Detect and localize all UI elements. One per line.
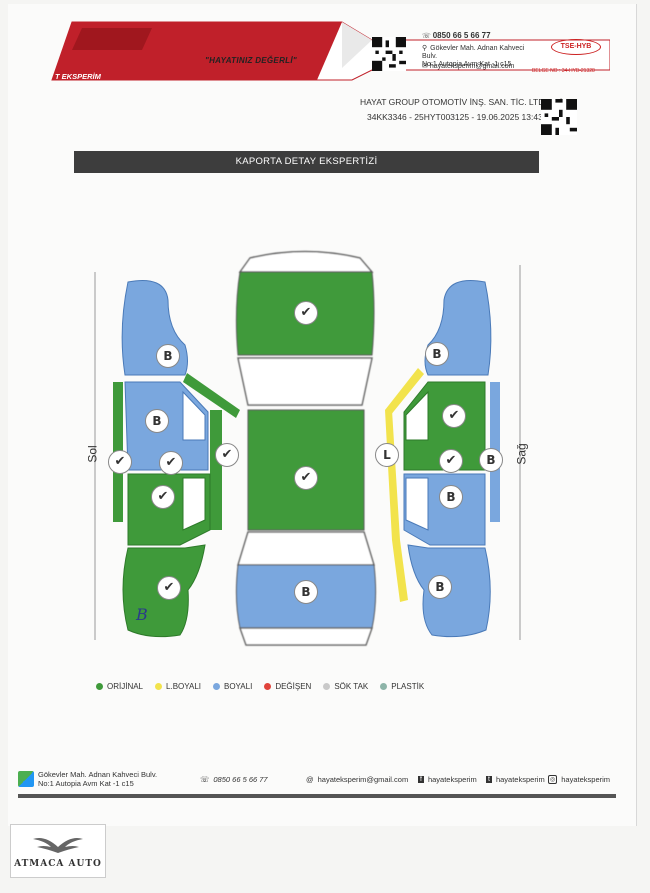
left-rear-fender-check: ✔ xyxy=(157,576,181,600)
header-qr-code xyxy=(372,37,406,71)
right-pillar-local-mark: L xyxy=(375,443,399,467)
left-b-pillar-check: ✔ xyxy=(215,443,239,467)
footer-divider xyxy=(18,794,616,798)
facebook-icon: f xyxy=(418,776,424,783)
phone-icon: ☏ xyxy=(200,775,210,784)
footer-instagram: ◎hayateksperim xyxy=(548,775,611,784)
slogan: "HAYATINIZ DEĞERLİ" xyxy=(205,56,297,65)
legend-swatch xyxy=(380,683,388,690)
left-pillar-check: ✔ xyxy=(159,451,183,475)
legend-swatch xyxy=(96,683,103,690)
company-name: HAYAT GROUP OTOMOTİV İNŞ. SAN. TİC. LTD.… xyxy=(360,97,565,107)
right-side-label: Sağ xyxy=(514,443,529,465)
right-rear-fender-mark: B xyxy=(428,575,452,599)
section-title: KAPORTA DETAY EKSPERTİZİ xyxy=(74,151,539,173)
legend-item-local-painted: L.BOYALI xyxy=(155,682,201,691)
certificate-number: BELGE NO : 34-HYB-21328 xyxy=(532,68,595,74)
right-front-fender-mark: B xyxy=(425,342,449,366)
phone-icon: ☏ xyxy=(422,33,431,40)
legend: ORİJİNAL L.BOYALI BOYALI DEĞİŞEN SÖK TAK… xyxy=(96,682,424,691)
footer-email: @hayateksperim@gmail.com xyxy=(306,775,409,784)
left-sill-check: ✔ xyxy=(108,450,132,474)
instagram-icon: ◎ xyxy=(548,775,558,784)
header-address: ⚲ Gökevler Mah. Adnan Kahveci Bulv. No:1… xyxy=(422,45,525,68)
legend-item-painted: BOYALI xyxy=(213,682,252,691)
hood-check: ✔ xyxy=(294,301,318,325)
left-rear-door-check: ✔ xyxy=(151,485,175,509)
legend-swatch xyxy=(264,683,272,690)
right-sill-mark: B xyxy=(479,448,503,472)
legend-swatch xyxy=(323,683,331,690)
right-front-door-check: ✔ xyxy=(442,404,466,428)
left-side-label: Sol xyxy=(85,445,100,463)
legend-swatch xyxy=(155,683,163,690)
eagle-wings-icon xyxy=(33,838,83,853)
atmaca-auto-logo: ATMACA AUTO xyxy=(10,824,106,878)
header-email: ✉ hayateksperim@gmail.com xyxy=(422,63,515,70)
twitter-icon: t xyxy=(486,776,492,783)
roof-check: ✔ xyxy=(294,466,318,490)
left-front-door-mark: B xyxy=(145,409,169,433)
right-a-pillar-strip-local xyxy=(385,368,424,416)
at-icon: @ xyxy=(306,775,314,784)
legend-item-removed: SÖK TAK xyxy=(323,682,368,691)
footer: Gökevler Mah. Adnan Kahveci Bulv.No:1 Au… xyxy=(18,770,616,792)
right-rear-door-mark: B xyxy=(439,485,463,509)
report-line: 34KK3346 - 25HYT003125 - 19.06.2025 13:4… xyxy=(367,112,543,122)
footer-address: Gökevler Mah. Adnan Kahveci Bulv.No:1 Au… xyxy=(18,770,157,788)
header-band xyxy=(51,21,610,81)
report-qr-code xyxy=(541,99,577,135)
trunk-mark: B xyxy=(294,580,318,604)
map-icon xyxy=(18,771,34,787)
legend-item-original: ORİJİNAL xyxy=(96,682,143,691)
legend-swatch xyxy=(213,683,220,690)
handwritten-mark: B xyxy=(135,605,148,624)
legend-item-replaced: DEĞİŞEN xyxy=(264,682,311,691)
tse-badge: TSE-HYB xyxy=(551,39,601,55)
left-b-pillar xyxy=(210,410,222,530)
brand-name: T EKSPERİM xyxy=(55,72,101,81)
mail-icon: ✉ xyxy=(422,63,428,70)
left-a-pillar-strip xyxy=(183,373,240,418)
left-front-fender-mark: B xyxy=(156,344,180,368)
location-pin-icon: ⚲ xyxy=(422,45,428,52)
right-door-check: ✔ xyxy=(439,449,463,473)
center-car-outline xyxy=(235,250,377,646)
footer-phone: ☏0850 66 5 66 77 xyxy=(200,775,268,784)
legend-item-plastic: PLASTİK xyxy=(380,682,424,691)
header-phone: ☏ 0850 66 5 66 77 xyxy=(422,31,491,41)
